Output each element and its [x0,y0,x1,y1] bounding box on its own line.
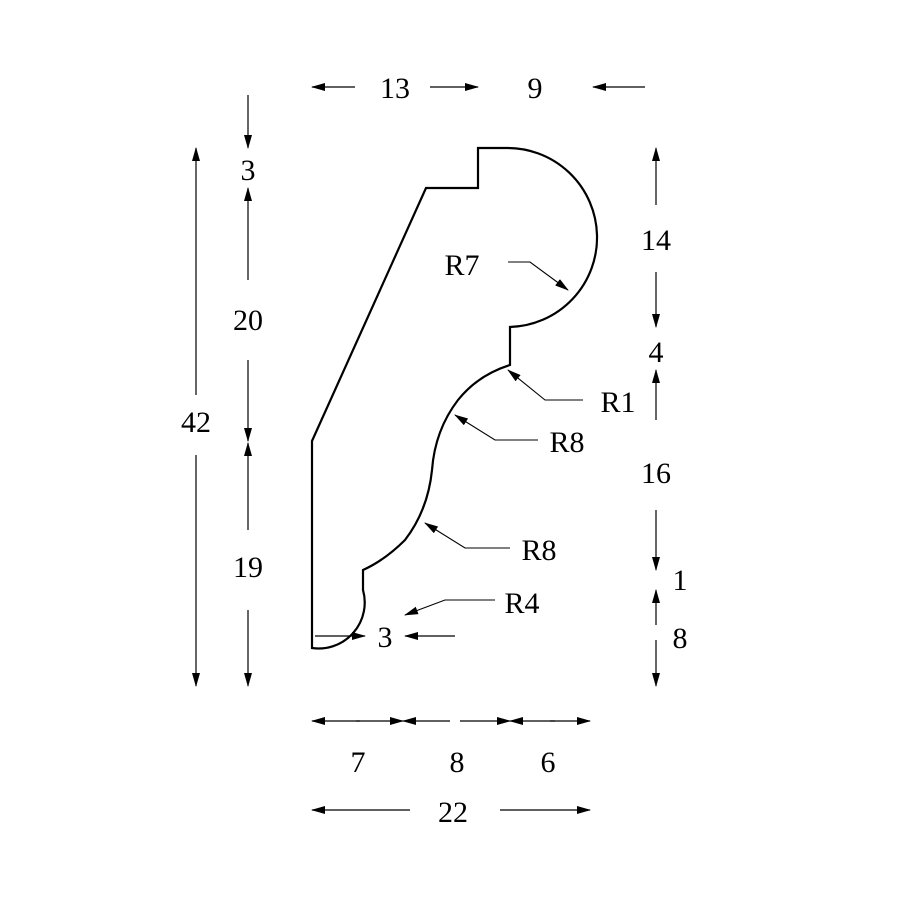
right-chain-dimension: 14 4 16 1 8 [641,147,688,687]
dim-right-8: 8 [673,622,688,655]
dim-bottom-6: 6 [541,746,556,779]
dim-top-13: 13 [380,72,410,105]
dim-right-4: 4 [649,336,664,369]
dim-right-16: 16 [641,457,671,490]
radius-r7: R7 [444,249,569,291]
dim-inner-3: 3 [378,621,393,654]
top-dimension: 13 9 [311,72,645,105]
inner-dimension: 3 [315,621,455,654]
label-r4: R4 [504,587,539,620]
label-r7: R7 [444,249,479,282]
radius-r1: R1 [507,369,636,419]
molding-profile-outline [310,146,599,650]
dim-right-1: 1 [673,564,688,597]
dim-right-14: 14 [641,224,671,257]
dim-bottom-7: 7 [351,746,366,779]
left-overall-dimension: 42 [181,147,211,687]
dim-bottom-8: 8 [450,746,465,779]
radius-r8-lower: R8 [424,522,557,567]
label-r8-lower: R8 [521,534,556,567]
dim-left-19: 19 [233,551,263,584]
dim-left-42: 42 [181,406,211,439]
left-chain-dimension: 3 20 19 [233,95,263,687]
radius-r8-upper: R8 [454,414,585,459]
radius-r4: R4 [404,587,540,620]
dim-top-9: 9 [528,72,543,105]
dim-left-20: 20 [233,304,263,337]
dim-left-3: 3 [241,154,256,187]
bottom-chain-dimension: 7 8 6 [311,717,591,779]
label-r1: R1 [600,386,635,419]
dim-bottom-22: 22 [438,796,468,829]
bottom-overall-dimension: 22 [311,796,591,829]
label-r8-upper: R8 [549,426,584,459]
